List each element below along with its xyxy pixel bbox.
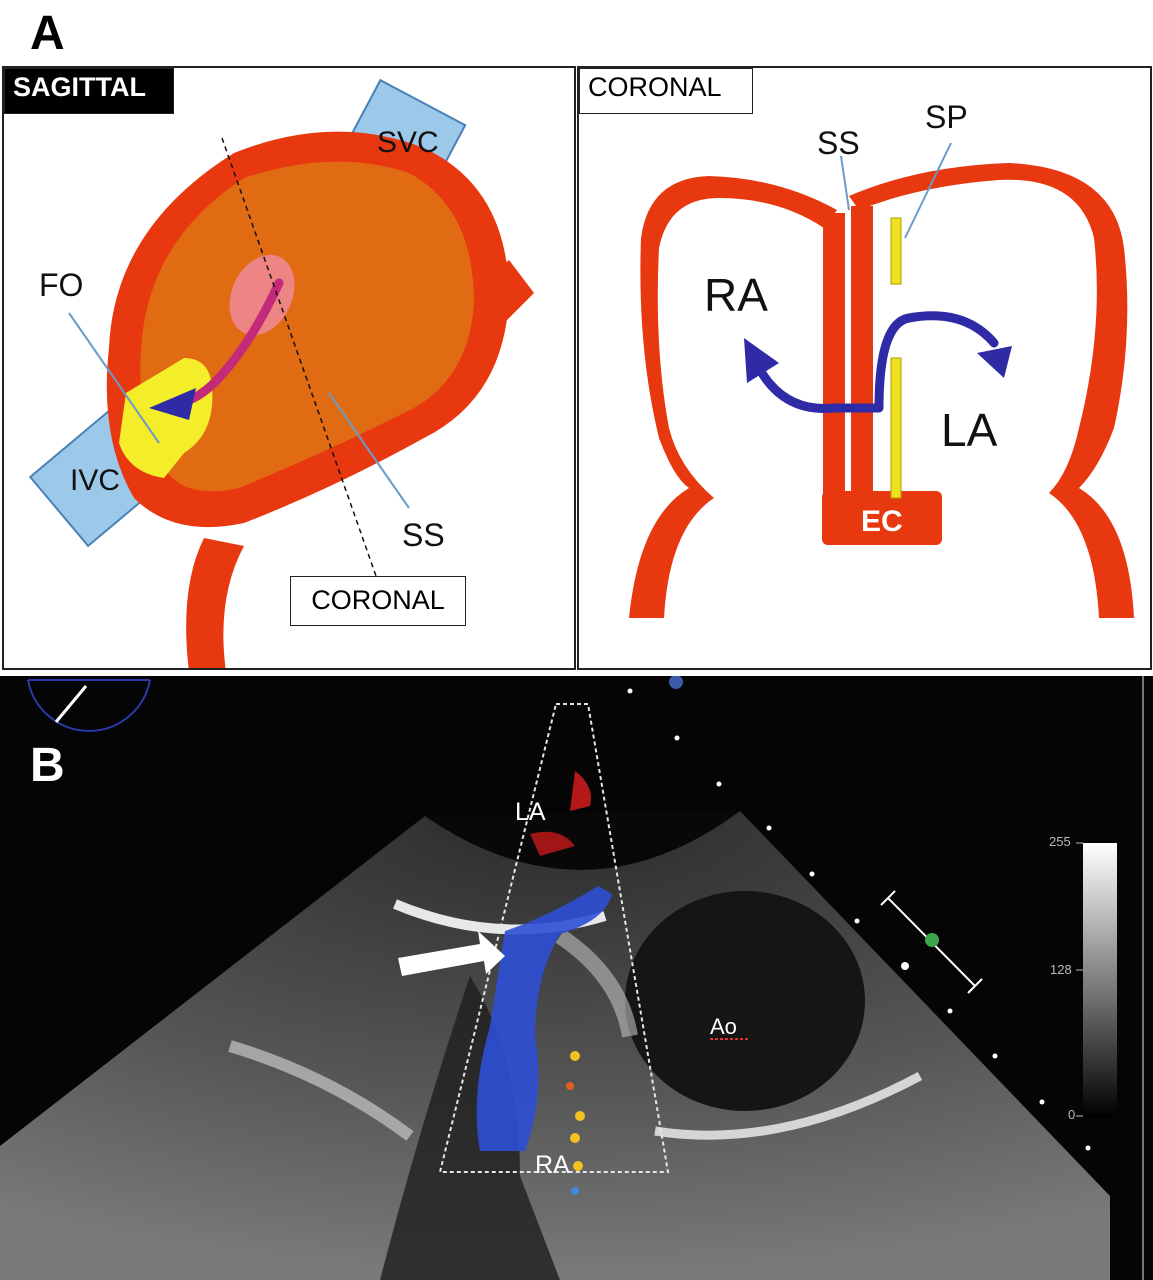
shunt-arrow bbox=[398, 931, 505, 976]
atrium-cavity bbox=[140, 161, 474, 492]
doppler-red-upper bbox=[570, 771, 591, 811]
panel-a-letter: A bbox=[30, 7, 65, 60]
doppler-dot bbox=[566, 1082, 574, 1090]
interatrial-flow-arrow bbox=[754, 311, 999, 413]
doppler-dot bbox=[570, 1051, 580, 1061]
septum-primum-lower bbox=[890, 357, 902, 499]
marker-dot bbox=[669, 676, 683, 689]
la-label: LA bbox=[941, 404, 998, 456]
coronal-diagram: SS SP RA LA EC bbox=[629, 99, 1134, 618]
tissue-streak-left bbox=[228, 1040, 414, 1141]
ss-pointer bbox=[328, 392, 410, 509]
ss-label-coronal: SS bbox=[817, 125, 860, 161]
probe-orientation-icon bbox=[27, 679, 151, 732]
la-arrowhead bbox=[977, 346, 1012, 378]
ultrasound-sector bbox=[0, 811, 1110, 1280]
fo-pointer bbox=[68, 312, 160, 444]
ra-chamber bbox=[380, 976, 560, 1280]
la-chamber bbox=[425, 811, 740, 870]
doppler-red-lower bbox=[530, 831, 575, 856]
ec-block bbox=[822, 491, 942, 545]
inferior-wall-tail bbox=[186, 538, 244, 668]
sp-pointer bbox=[904, 142, 952, 239]
doppler-box bbox=[438, 703, 670, 1173]
ao-echo-label: Ao bbox=[710, 1014, 737, 1039]
doppler-dot bbox=[573, 1161, 583, 1171]
doppler-dot bbox=[571, 1187, 579, 1195]
fossa-ovalis bbox=[119, 358, 213, 478]
coronal-tag: CORONAL bbox=[579, 68, 753, 114]
depth-markers bbox=[627, 688, 1091, 1151]
sagittal-tag: SAGITTAL bbox=[4, 68, 174, 114]
septum-secundum-left bbox=[851, 206, 873, 503]
ss-pointer-coronal bbox=[840, 155, 850, 211]
caliper-center-dot bbox=[925, 933, 939, 947]
la-echo-label: LA bbox=[515, 798, 546, 826]
echo-panel: LA RA Ao 255 128 0 B bbox=[0, 676, 1153, 1280]
ra-arrowhead bbox=[744, 338, 779, 383]
doppler-blue-jet bbox=[476, 886, 612, 1151]
scale-label-top: 255 bbox=[1049, 834, 1071, 849]
sp-label: SP bbox=[925, 99, 968, 135]
svc-label: SVC bbox=[377, 126, 439, 159]
doppler-dot bbox=[570, 1133, 580, 1143]
scale-label-bottom: 0 bbox=[1068, 1107, 1075, 1122]
ra-label: RA bbox=[704, 269, 768, 321]
ra-wall bbox=[629, 176, 837, 618]
ec-label: EC bbox=[861, 505, 903, 538]
septum-primum-upper bbox=[890, 217, 902, 285]
doppler-dot bbox=[575, 1111, 585, 1121]
sagittal-diagram: SVC IVC FO SS bbox=[28, 78, 534, 668]
ra-echo-label: RA bbox=[535, 1151, 570, 1179]
tissue-streak-right bbox=[555, 929, 638, 1038]
sagittal-panel: SVC IVC FO SS SAGITTAL CORONAL bbox=[2, 66, 576, 670]
aortic-chamber bbox=[625, 891, 865, 1111]
aortic-wall bbox=[654, 1072, 923, 1140]
septum-secundum-right bbox=[823, 213, 845, 503]
panel-b-letter: B bbox=[30, 739, 65, 792]
ss-label: SS bbox=[402, 517, 445, 553]
coronal-plane-tag: CORONAL bbox=[290, 576, 466, 626]
la-wall bbox=[849, 163, 1134, 618]
coronal-panel: SS SP RA LA EC CORONAL bbox=[577, 66, 1152, 670]
fo-label: FO bbox=[39, 267, 83, 303]
echo-image: LA RA Ao 255 128 0 bbox=[0, 676, 1144, 1280]
grayscale-bar bbox=[1083, 843, 1117, 1118]
ivc-label: IVC bbox=[70, 464, 120, 497]
shunt-flow-arrowhead bbox=[149, 388, 196, 420]
scale-label-mid: 128 bbox=[1050, 962, 1072, 977]
septum-primum-ellipse bbox=[229, 254, 295, 336]
